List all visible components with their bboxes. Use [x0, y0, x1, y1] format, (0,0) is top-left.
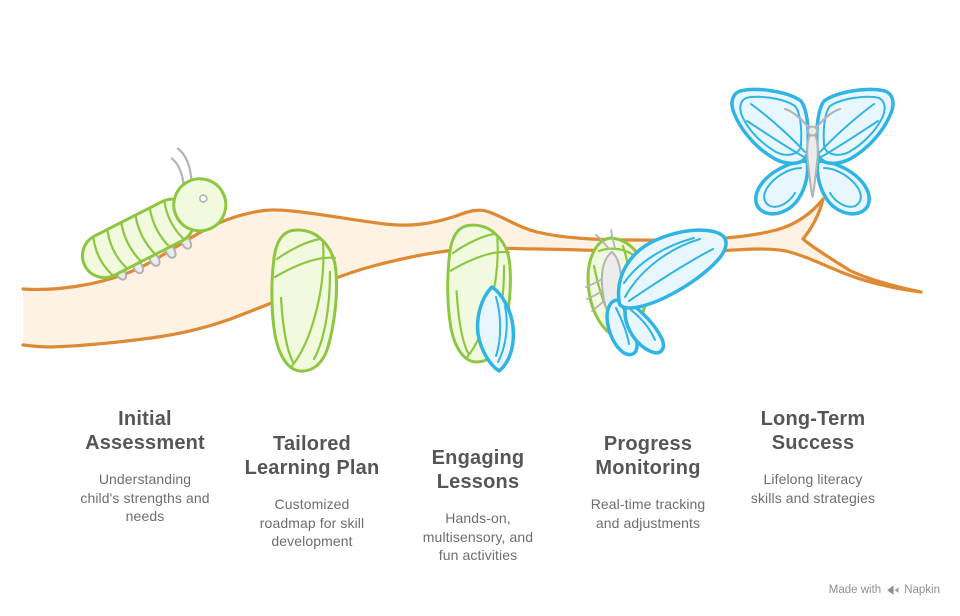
chrysalis-facet-line: [275, 237, 322, 261]
stage-progress-monitoring: Progress Monitoring Real-time tracking a…: [548, 432, 748, 532]
stage-description: Lifelong literacy skills and strategies: [750, 471, 876, 506]
upper-wing-vein: [624, 238, 701, 298]
napkin-logo-icon: [887, 585, 899, 595]
chrysalis-icon: [270, 228, 338, 373]
caterpillar-segment-line: [148, 206, 171, 249]
chrysalis-vein-line: [290, 241, 325, 368]
stage-title: Engaging Lessons: [431, 447, 525, 493]
caterpillar-antenna: [176, 147, 193, 184]
butterfly-antenna: [610, 229, 616, 249]
upper-wing-vein: [819, 103, 875, 153]
chrysalis-vein-line: [312, 270, 332, 361]
upper-wing-inset-line: [822, 95, 886, 156]
upper-wing-vein: [623, 237, 695, 284]
upper-wing-vein: [628, 248, 714, 302]
caterpillar-segment-line: [92, 237, 113, 276]
butterfly-upper-wing: [616, 228, 728, 310]
butterfly-body: [806, 131, 819, 198]
chrysalis-shape: [270, 228, 338, 373]
butterfly-lower-wing: [815, 159, 871, 216]
lower-wing-vein: [615, 307, 630, 345]
stage-description: Hands-on, multisensory, and fun activiti…: [422, 510, 534, 563]
stage-title: Long-Term Success: [760, 408, 866, 454]
butterfly-icon: [730, 87, 895, 216]
caterpillar-segment-line: [120, 221, 143, 263]
lower-wing-vein: [630, 309, 656, 341]
butterfly-head: [807, 125, 818, 137]
chrysalis-facet-line: [273, 256, 337, 279]
lower-wing-inset-line: [823, 167, 862, 208]
butterfly-antenna: [595, 234, 610, 250]
watermark-text: Made with: [828, 584, 882, 596]
caterpillar-segment-line: [106, 229, 128, 270]
caterpillar-head: [172, 177, 228, 233]
stage-engaging-lessons: Engaging Lessons Hands-on, multisensory,…: [378, 446, 578, 565]
caterpillar-eye: [199, 194, 208, 203]
chrysalis-vein-line: [279, 296, 295, 364]
stage-description: Real-time tracking and adjustments: [590, 496, 706, 531]
stage-initial-assessment: Initial Assessment Understanding child's…: [45, 407, 245, 526]
emerging-wing-vein: [495, 296, 502, 357]
branch-shape: [23, 199, 921, 347]
caterpillar-segment-line: [163, 200, 185, 241]
caterpillar-icon: [80, 147, 228, 281]
napkin-watermark[interactable]: Made with Napkin: [829, 584, 940, 596]
chrysalis-emerging-wing-icon: [446, 223, 516, 373]
butterfly-antenna: [814, 107, 842, 130]
stage-title: Progress Monitoring: [595, 433, 701, 479]
stage-title: Tailored Learning Plan: [244, 433, 380, 479]
stage-long-term-success: Long-Term Success Lifelong literacy skil…: [713, 407, 913, 507]
upper-wing-vein: [820, 120, 879, 158]
caterpillar-segment-line: [134, 214, 157, 256]
watermark-brand: Napkin: [904, 584, 940, 596]
stage-description: Customized roadmap for skill development: [259, 496, 365, 549]
butterfly-lower-wing: [623, 300, 666, 355]
emerging-wing-vein: [497, 305, 508, 363]
stage-title: Initial Assessment: [85, 408, 205, 454]
stage-tailored-learning-plan: Tailored Learning Plan Customized roadma…: [212, 432, 412, 551]
butterfly-upper-wing: [815, 87, 895, 166]
emerging-butterfly-icon: [585, 228, 728, 357]
butterfly-antenna: [783, 107, 811, 130]
stage-description: Understanding child's strengths and need…: [80, 471, 210, 524]
